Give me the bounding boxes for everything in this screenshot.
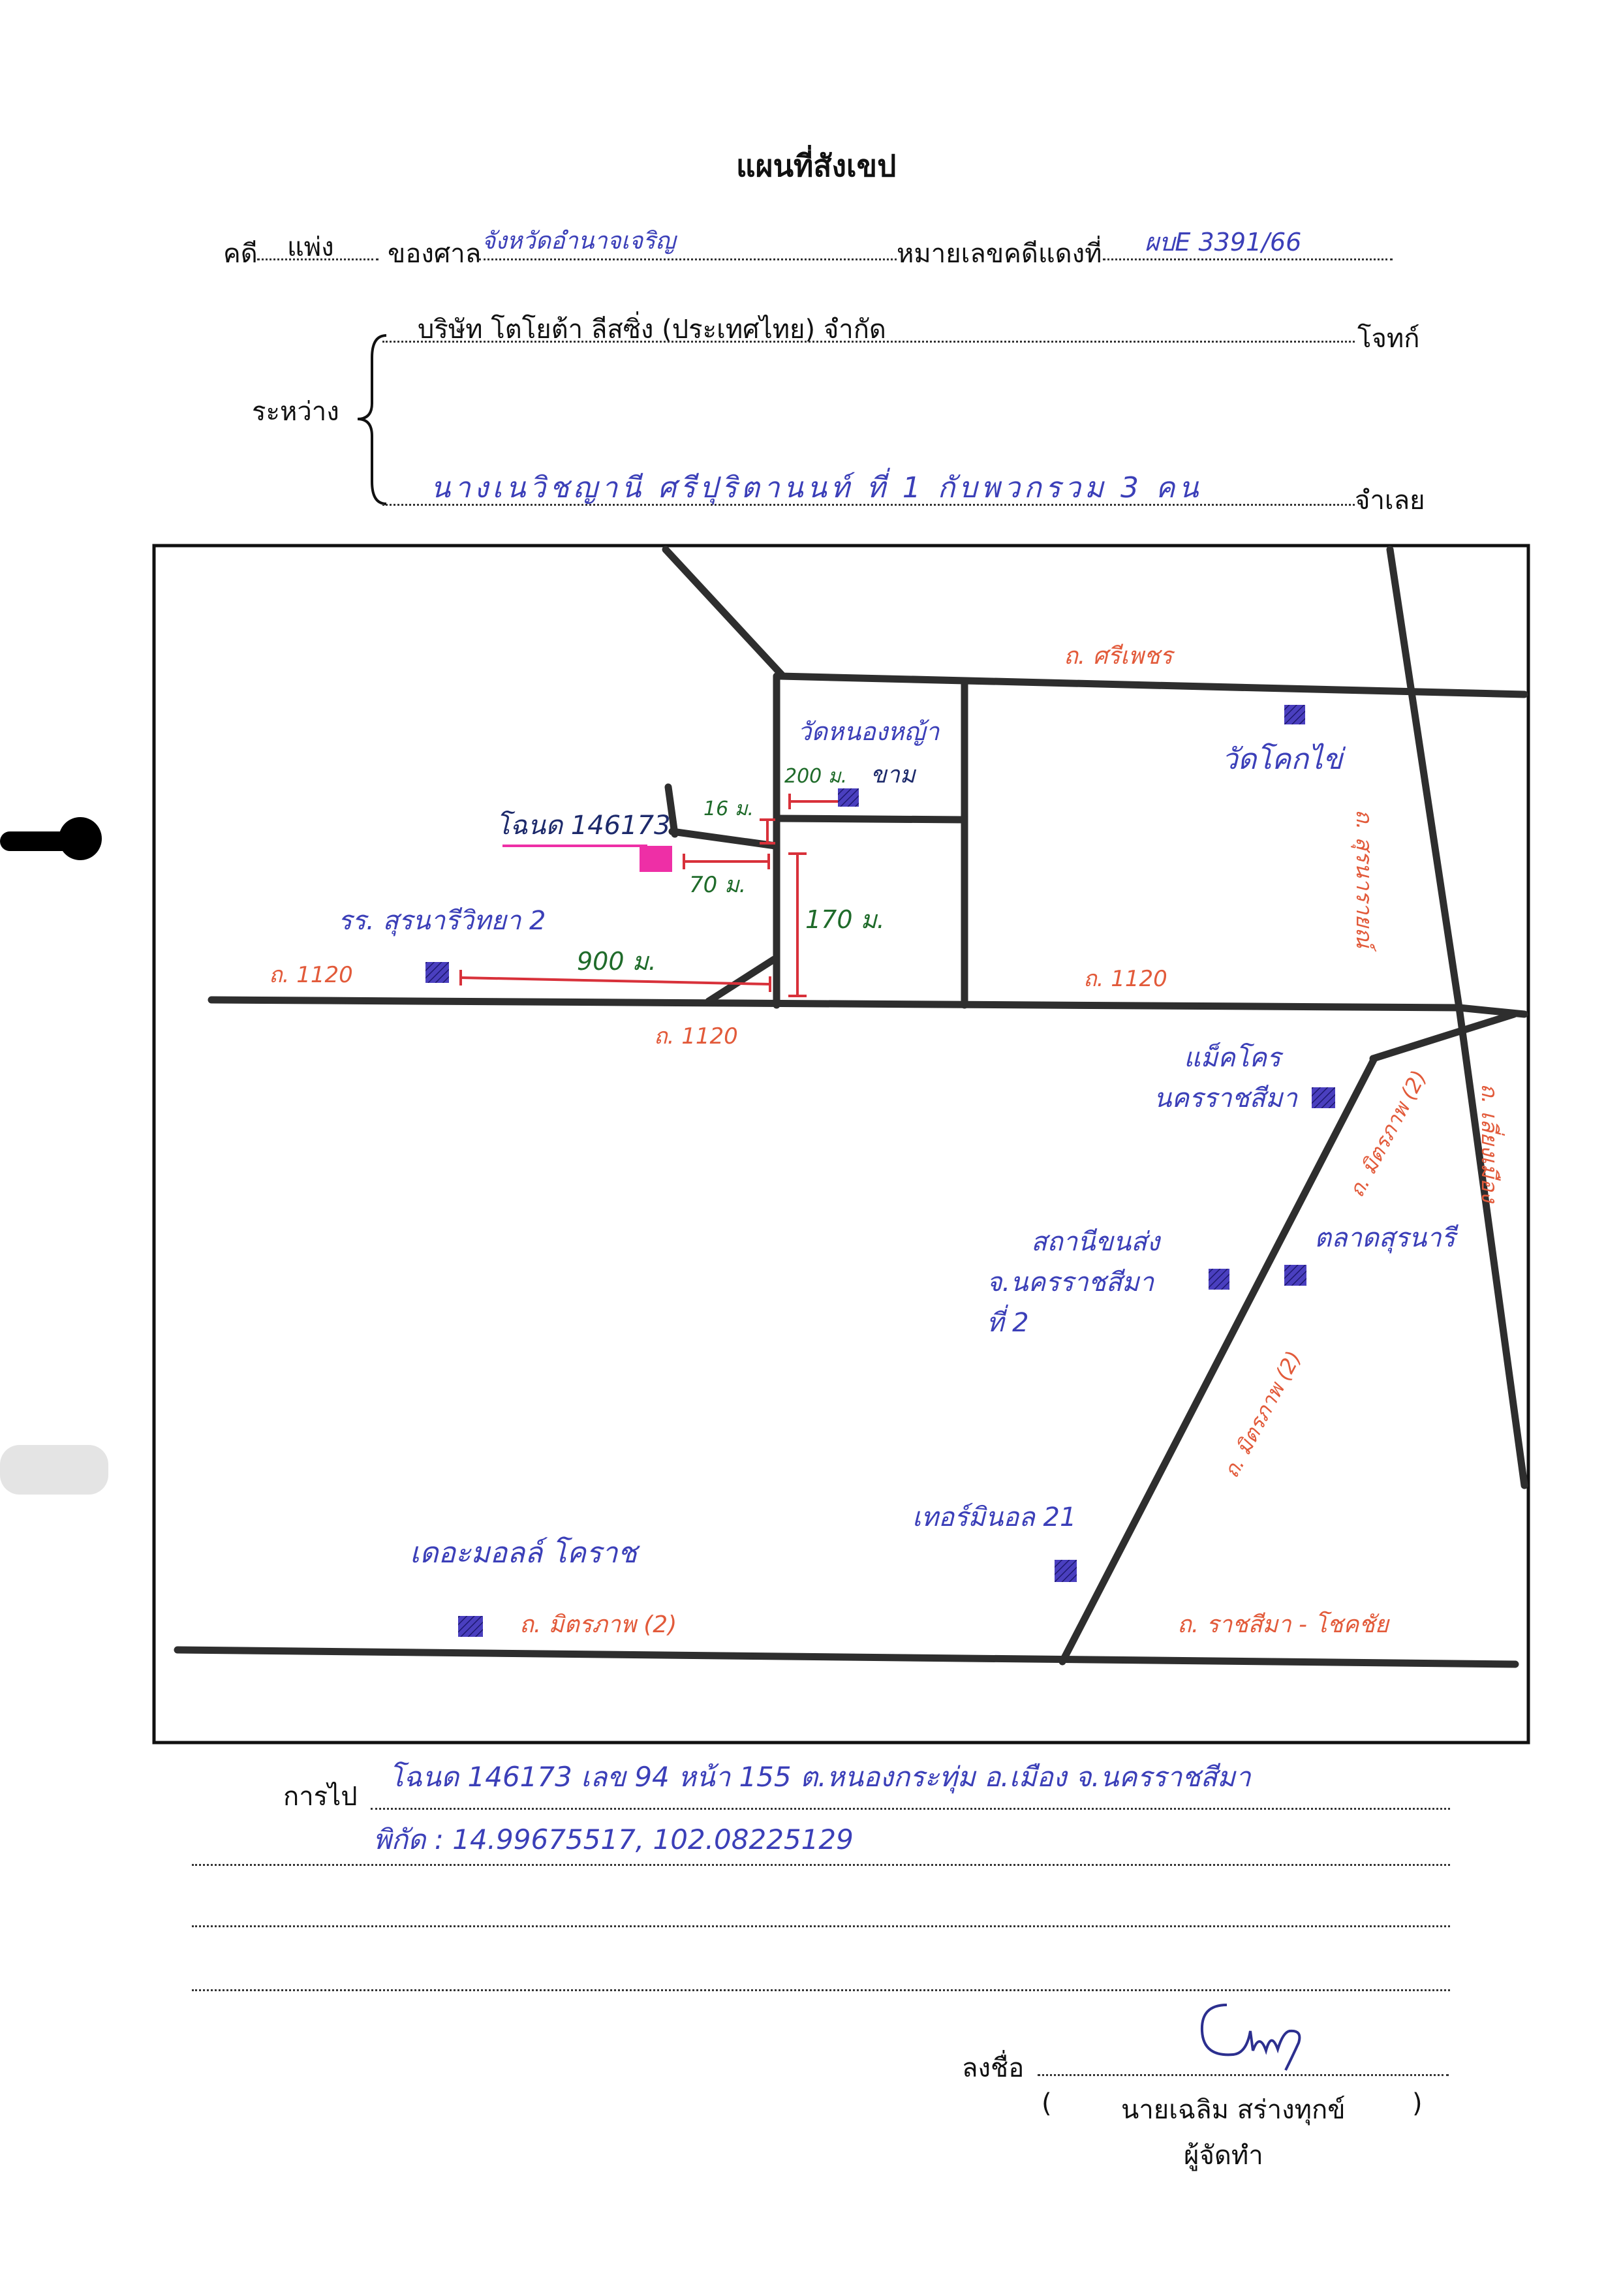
road-label-sri-phet: ถ. ศรีเพชร xyxy=(1064,643,1173,670)
directions-line-2 xyxy=(192,1864,1450,1866)
parcel-label: โฉนด 146173 xyxy=(496,811,671,841)
marker-wat-khok-khai xyxy=(1284,705,1305,724)
road-diagonal-top xyxy=(662,546,786,679)
defendant-role: จำเลย xyxy=(1355,486,1425,516)
landmark-wat-nong-ya: วัดหนองหญ้า xyxy=(797,717,940,746)
sign-line xyxy=(1038,2074,1449,2076)
distance-bar-170 xyxy=(788,852,807,997)
road-label-1120-left: ถ. 1120 xyxy=(269,962,353,988)
court-line xyxy=(479,258,897,260)
red-case-label: หมายเลขคดีแดงที่ xyxy=(897,239,1102,269)
road-1120 xyxy=(208,996,1463,1012)
marker-station xyxy=(1209,1269,1229,1290)
distance-bar-70 xyxy=(683,854,770,869)
case-type-line xyxy=(257,258,378,260)
page-title: แผนที่สังเขป xyxy=(736,148,897,183)
road-label-suranarai: ถ. สุรนารายณ์ xyxy=(1351,809,1377,948)
red-case-line xyxy=(1103,258,1393,260)
directions-line-1 xyxy=(371,1808,1450,1810)
landmark-makro-sub: นครราชสีมา xyxy=(1154,1083,1297,1113)
road-soi xyxy=(668,828,779,850)
between-label: ระหว่าง xyxy=(252,397,339,427)
landmark-the-mall: เดอะมอลล์ โคราช xyxy=(410,1536,638,1570)
marker-terminal xyxy=(1055,1560,1077,1582)
defendant-line xyxy=(382,504,1355,506)
red-case-no: ผบE 3391/66 xyxy=(1145,228,1302,256)
landmark-school: รร. สุรนารีวิทยา 2 xyxy=(338,906,546,936)
distance-200-suffix: ขาม xyxy=(871,762,916,788)
directions-label: การไป xyxy=(283,1782,358,1812)
road-suranarai xyxy=(1386,546,1463,1012)
directions-line-4 xyxy=(192,1989,1450,1991)
distance-900: 900 ม. xyxy=(577,947,656,976)
road-label-1120-mid: ถ. 1120 xyxy=(654,1023,738,1049)
signature xyxy=(1200,2004,1301,2071)
parcel-marker xyxy=(640,846,672,872)
landmark-station-1: สถานีขนส่ง xyxy=(1031,1227,1160,1257)
road-label-bypass: ถ. เลี่ยงเมือง xyxy=(1476,1083,1502,1203)
road-bypass-right xyxy=(1455,1004,1528,1489)
signer-name: นายเฉลิม สร่างทุกข์ xyxy=(1121,2095,1346,2125)
distance-bar-200 xyxy=(788,794,839,809)
directions-line1: โฉนด 146173 เลข 94 หน้า 155 ต.หนองกระทุ่… xyxy=(389,1761,1251,1793)
signer-open-paren: ( xyxy=(1042,2088,1052,2118)
curly-brace xyxy=(357,334,387,505)
directions-line-3 xyxy=(192,1925,1450,1927)
marker-school xyxy=(425,962,449,983)
road-soi-stub xyxy=(664,783,679,838)
road-mid-horizontal xyxy=(774,814,968,824)
court-name: จังหวัดอำนาจเจริญ xyxy=(482,228,676,255)
case-type: แพ่ง xyxy=(287,232,334,262)
marker-makro xyxy=(1312,1087,1335,1108)
plaintiff-name: บริษัท โตโยต้า ลีสซิ่ง (ประเทศไทย) จำกัด xyxy=(418,315,886,345)
distance-170: 170 ม. xyxy=(805,905,885,934)
signer-role: ผู้จัดทำ xyxy=(1184,2141,1263,2171)
landmark-station-3: ที่ 2 xyxy=(987,1308,1029,1338)
signer-close-paren: ) xyxy=(1412,2088,1423,2118)
landmark-wat-khok-khai: วัดโคกไข่ xyxy=(1222,743,1343,776)
case-label: คดี xyxy=(223,239,258,269)
road-sri-phet xyxy=(777,672,1528,698)
distance-200: 200 ม. xyxy=(784,765,848,788)
map-frame xyxy=(152,544,1530,1745)
road-mittraphap-diag xyxy=(1058,1055,1378,1666)
scan-blur xyxy=(0,1445,108,1495)
roads xyxy=(174,546,1528,1668)
court-label: ของศาล xyxy=(388,239,482,269)
road-junction-top xyxy=(1369,1010,1518,1063)
road-label-ratchasima-chokchai: ถ. ราชสีมา - โชคชัย xyxy=(1177,1611,1389,1638)
landmark-station-2: จ.นครราชสีมา xyxy=(987,1267,1154,1297)
distance-70: 70 ม. xyxy=(689,872,747,898)
landmark-terminal: เทอร์มินอล 21 xyxy=(912,1502,1077,1532)
distance-16: 16 ม. xyxy=(703,798,754,820)
plaintiff-line xyxy=(382,341,1355,343)
distance-bar-16 xyxy=(760,818,775,845)
sign-label: ลงชื่อ xyxy=(962,2053,1025,2083)
landmark-makro: แม็คโคร xyxy=(1184,1043,1281,1073)
road-label-mittraphap-bottom: ถ. มิตรภาพ (2) xyxy=(519,1611,677,1638)
marker-wat-nong-ya xyxy=(838,788,859,807)
ink-blot xyxy=(0,817,104,863)
road-label-1120-right: ถ. 1120 xyxy=(1083,966,1167,992)
defendant-name: นางเนวิชญานี ศรีปุริตานนท์ ที่ 1 กับพวกร… xyxy=(431,471,1203,504)
directions-line2: พิกัด : 14.99675517, 102.08225129 xyxy=(373,1823,854,1855)
marker-talat xyxy=(1284,1265,1306,1286)
distance-bar-900 xyxy=(459,970,771,992)
road-mittraphap-bottom xyxy=(174,1646,1519,1668)
landmark-talat: ตลาดสุรนารี xyxy=(1314,1223,1456,1253)
road-diag-1120 xyxy=(705,955,778,1005)
marker-the-mall xyxy=(458,1616,483,1637)
plaintiff-role: โจทก์ xyxy=(1357,324,1420,354)
